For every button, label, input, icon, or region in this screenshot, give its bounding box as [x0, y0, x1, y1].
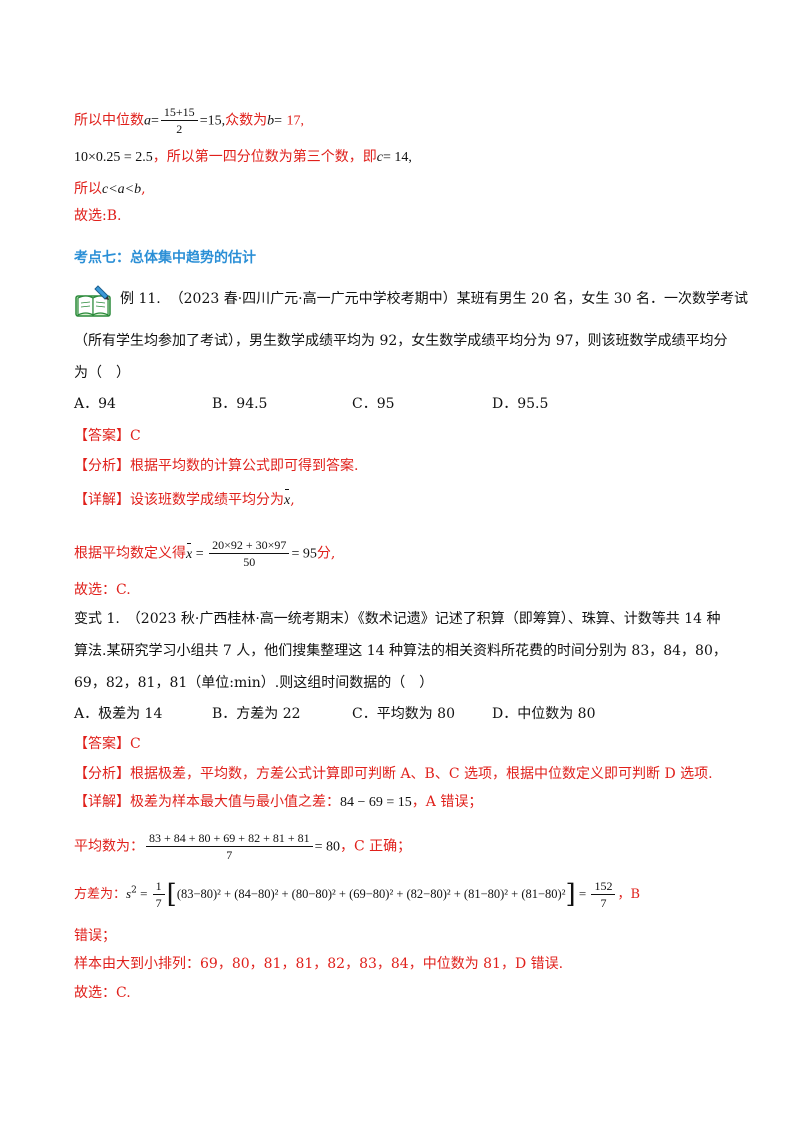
- var1-answer: 【答案】C: [74, 736, 141, 752]
- denominator: 7: [226, 848, 233, 862]
- eq: = 14,: [383, 150, 412, 165]
- numerator: 152: [591, 878, 616, 895]
- ex11-analysis: 【分析】根据平均数的计算公式即可得到答案.: [74, 458, 359, 474]
- option-b: B．94.5: [212, 396, 268, 412]
- var-s: s: [126, 886, 132, 901]
- var1-line1: 变式 1. （2023 秋·广西桂林·高一统考期末）《数术记遗》记述了积算（即筹…: [74, 611, 721, 627]
- var-b: b: [267, 113, 275, 129]
- var1-line2: 算法.某研究学习小组共 7 人，他们搜集整理这 14 种算法的相关资料所花费的时…: [74, 643, 727, 659]
- text: ,: [290, 492, 295, 508]
- option-a: A．极差为 14: [74, 706, 163, 722]
- text: ，所以第一四分位数为第三个数，即: [152, 149, 377, 165]
- var1-range: 【详解】极差为样本最大值与最小值之差：84 − 69 = 15，A 错误；: [74, 792, 482, 813]
- numerator: 1: [152, 878, 165, 895]
- text: 所以: [74, 181, 102, 197]
- x-bar: x: [186, 542, 192, 565]
- ex11-detail: 【详解】设该班数学成绩平均分为x,: [74, 489, 295, 511]
- result: = 95: [291, 546, 317, 562]
- numerator: 15+15: [160, 104, 198, 121]
- option-b: B．方差为 22: [212, 706, 301, 722]
- variance-terms: (83−80)² + (84−80)² + (80−80)² + (69−80)…: [176, 887, 566, 901]
- ex11-line1: 例 11. （2023 春·四川广元·高一广元中学校考期中）某班有男生 20 名…: [120, 289, 748, 309]
- text: 【详解】极差为样本最大值与最小值之差：: [74, 794, 340, 810]
- text: ,: [141, 181, 146, 197]
- expr: 10×0.25 = 2.5: [74, 150, 153, 165]
- text: ，B: [617, 887, 641, 902]
- text: ，A 错误；: [411, 794, 483, 810]
- result: =15,: [199, 113, 226, 129]
- text: 方差为：: [74, 887, 127, 902]
- x-bar: x: [284, 489, 290, 511]
- result: = 80: [314, 839, 341, 855]
- ex11-choose: 故选：C.: [74, 582, 131, 598]
- expr: 84 − 69 = 15: [340, 795, 412, 810]
- option-c: C．平均数为 80: [352, 706, 455, 722]
- var-c: c: [376, 150, 384, 165]
- var1-analysis: 【分析】根据极差，平均数，方差公式计算即可判断 A、B、C 选项，根据中位数定义…: [74, 766, 713, 782]
- var1-line3: 69，82，81，81（单位:min）.则这组时间数据的（ ）: [74, 675, 434, 691]
- text: ，C 正确；: [340, 838, 412, 855]
- choose-b: 故选:B.: [74, 208, 122, 224]
- expr: c<a<b: [102, 182, 142, 197]
- quartile-line: 10×0.25 = 2.5，所以第一四分位数为第三个数，即c= 14,: [74, 147, 412, 168]
- eq: =: [151, 113, 159, 129]
- var1-wrong: 错误；: [74, 928, 116, 944]
- ex11-line2: （所有学生均参加了考试），男生数学成绩平均为 92，女生数学成绩平均分为 97，…: [74, 333, 728, 349]
- text: 众数为: [225, 112, 268, 129]
- mode-value: 17,: [286, 113, 304, 129]
- denominator: 7: [600, 896, 607, 910]
- book-pencil-icon: [75, 285, 111, 317]
- numerator: 20×92 + 30×97: [209, 537, 290, 554]
- denominator: 50: [243, 555, 256, 569]
- text: 根据平均数定义得: [74, 545, 186, 562]
- numerator: 83 + 84 + 80 + 69 + 82 + 81 + 81: [146, 830, 313, 847]
- text: 分,: [316, 545, 336, 562]
- order-line: 所以c<a<b,: [74, 179, 146, 200]
- section-title: 考点七：总体集中趋势的估计: [74, 250, 256, 266]
- text: （2023 春·四川广元·高一广元中学校考期中）某班有男生 20 名，女生 30…: [169, 291, 749, 307]
- var1-sort: 样本由大到小排列：69，80，81，81，82，83，84，中位数为 81，D …: [74, 956, 564, 972]
- ex-label: 例 11.: [120, 291, 161, 307]
- denominator: 7: [155, 896, 162, 910]
- option-d: D．95.5: [492, 396, 549, 412]
- option-c: C．95: [352, 396, 395, 412]
- option-d: D．中位数为 80: [492, 706, 596, 722]
- ex11-line3: 为（ ）: [74, 365, 130, 381]
- text: 平均数为：: [74, 838, 144, 855]
- var1-choose: 故选：C.: [74, 985, 131, 1001]
- denominator: 2: [176, 122, 183, 136]
- ex11-answer: 【答案】C: [74, 428, 141, 444]
- text: 【详解】设该班数学成绩平均分为: [74, 492, 284, 508]
- var-a: a: [144, 113, 151, 129]
- option-a: A．94: [74, 396, 116, 412]
- eq: =: [274, 113, 282, 129]
- text: 所以中位数: [74, 112, 144, 129]
